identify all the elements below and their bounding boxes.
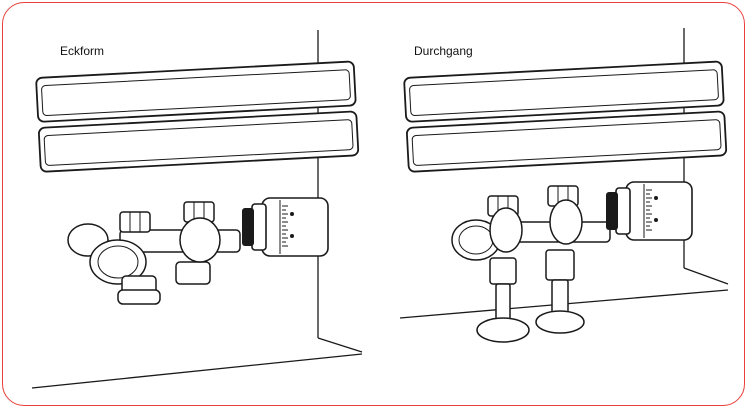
label-eckform: Eckform [60,44,105,58]
right-thermostat-head [605,181,693,241]
left-thermostat-head [241,197,329,257]
left-radiator [35,60,360,173]
left-valve [67,201,241,305]
right-radiator [403,60,728,173]
right-valve [451,185,611,343]
label-durchgang: Durchgang [414,44,473,58]
